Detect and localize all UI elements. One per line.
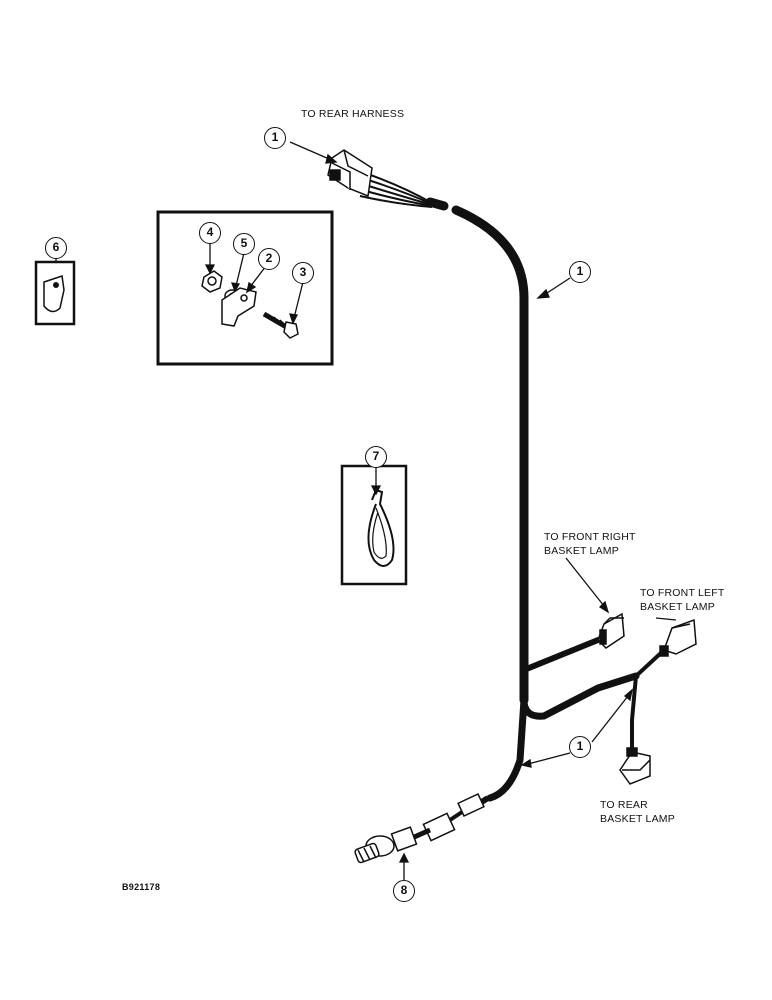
rear-lamp-connector (619, 747, 651, 785)
callout-7-cable-tie: 7 (365, 446, 387, 468)
clip-inset-box (34, 260, 76, 326)
switch-connector-assembly (354, 793, 490, 864)
front-right-lamp-connector (597, 612, 625, 649)
callout-3-bolt: 3 (292, 262, 314, 284)
front-left-lamp-connector (659, 618, 697, 657)
label-front-left-line1: TO FRONT LEFT (640, 587, 725, 599)
callout-8-switch: 8 (393, 880, 415, 902)
label-front-right-line1: TO FRONT RIGHT (544, 531, 636, 543)
label-front-right-line2: BASKET LAMP (544, 545, 619, 557)
figure-id: B921178 (122, 882, 161, 892)
callout-6-clip: 6 (45, 237, 67, 259)
cable-tie-inset-box (340, 464, 408, 586)
callout-2-clamp: 2 (258, 248, 280, 270)
callout-1-harness-low: 1 (569, 736, 591, 758)
callout-5-washer: 5 (233, 233, 255, 255)
callout-1-harness-mid: 1 (569, 261, 591, 283)
label-rear-line2: BASKET LAMP (600, 813, 675, 825)
front-left-wire (634, 650, 664, 678)
clamp-bracket-part (221, 287, 257, 327)
main-harness-cable (425, 197, 640, 802)
bolt-part (262, 311, 299, 339)
label-rear-line1: TO REAR (600, 799, 648, 811)
rear-harness-connector (327, 149, 373, 198)
callout-4-nut: 4 (199, 222, 221, 244)
label-front-left-line2: BASKET LAMP (640, 601, 715, 613)
label-to-rear-harness: TO REAR HARNESS (301, 108, 405, 120)
callout-1-harness-top: 1 (264, 127, 286, 149)
leader-lines (55, 141, 677, 880)
nut-part (201, 270, 223, 293)
rear-lamp-branch (630, 674, 638, 754)
